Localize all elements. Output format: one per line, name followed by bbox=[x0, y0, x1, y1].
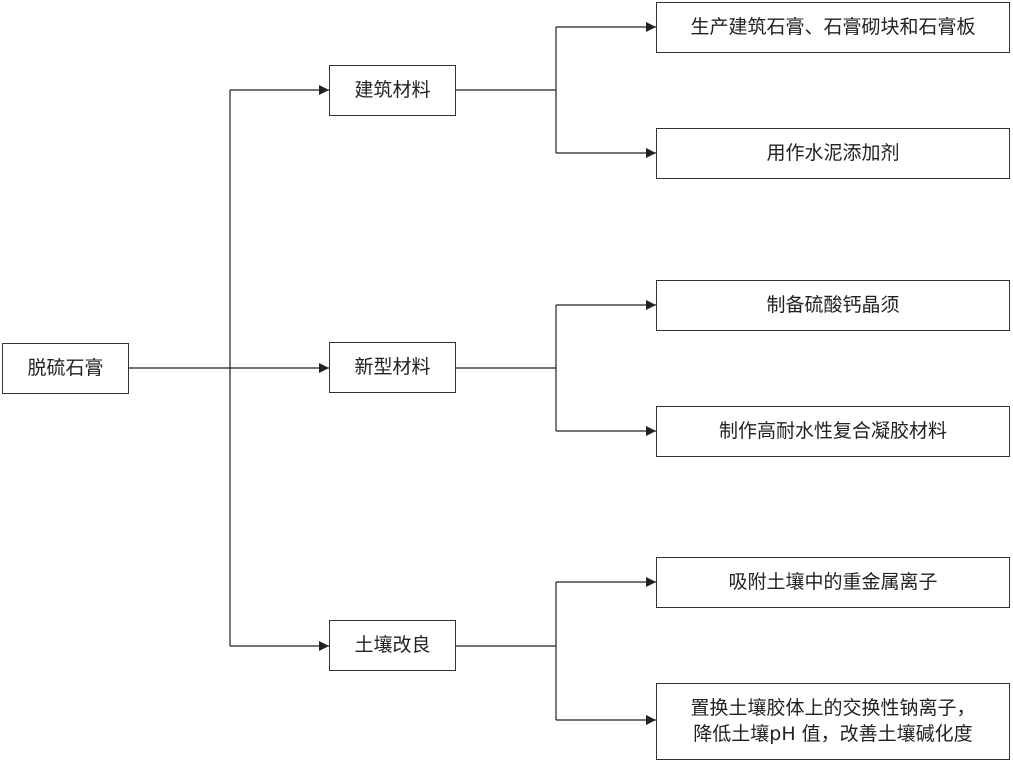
connector-turang-out bbox=[456, 582, 557, 720]
connector-jianzhu-out bbox=[456, 27, 557, 153]
branch-node-label: 新型材料 bbox=[354, 355, 431, 378]
leaf-node-calcium-sulfate-whisker: 制备硫酸钙晶须 bbox=[656, 280, 1010, 331]
leaf-node-label: 吸附土壤中的重金属离子 bbox=[728, 570, 938, 593]
leaf-node-heavy-metal-adsorption: 吸附土壤中的重金属离子 bbox=[656, 557, 1010, 608]
leaf-node-sodium-exchange: 置换土壤胶体上的交换性钠离子， 降低土壤pH 值，改善土壤碱化度 bbox=[656, 683, 1010, 760]
root-node-label: 脱硫石膏 bbox=[27, 356, 104, 379]
leaf-node-gypsum-products: 生产建筑石膏、石膏砌块和石膏板 bbox=[656, 2, 1010, 53]
leaf-node-line-2: 降低土壤pH 值，改善土壤碱化度 bbox=[693, 722, 973, 745]
root-node-desulfurization-gypsum: 脱硫石膏 bbox=[2, 343, 129, 394]
branch-node-building-materials: 建筑材料 bbox=[329, 65, 456, 116]
branch-node-new-materials: 新型材料 bbox=[329, 342, 456, 393]
connector-xinxing-out bbox=[456, 305, 557, 431]
branch-node-label: 建筑材料 bbox=[354, 78, 431, 101]
leaf-node-label: 制作高耐水性复合凝胶材料 bbox=[718, 419, 947, 442]
branch-node-soil-improvement: 土壤改良 bbox=[329, 620, 456, 671]
leaf-node-water-resistant-binder: 制作高耐水性复合凝胶材料 bbox=[656, 406, 1010, 457]
leaf-node-label: 用作水泥添加剂 bbox=[766, 141, 900, 164]
leaf-node-line-1: 置换土壤胶体上的交换性钠离子， bbox=[690, 696, 976, 719]
leaf-node-cement-additive: 用作水泥添加剂 bbox=[656, 128, 1010, 179]
leaf-node-label: 制备硫酸钙晶须 bbox=[766, 293, 900, 316]
branch-node-label: 土壤改良 bbox=[354, 633, 431, 656]
leaf-node-label: 生产建筑石膏、石膏砌块和石膏板 bbox=[690, 15, 976, 38]
